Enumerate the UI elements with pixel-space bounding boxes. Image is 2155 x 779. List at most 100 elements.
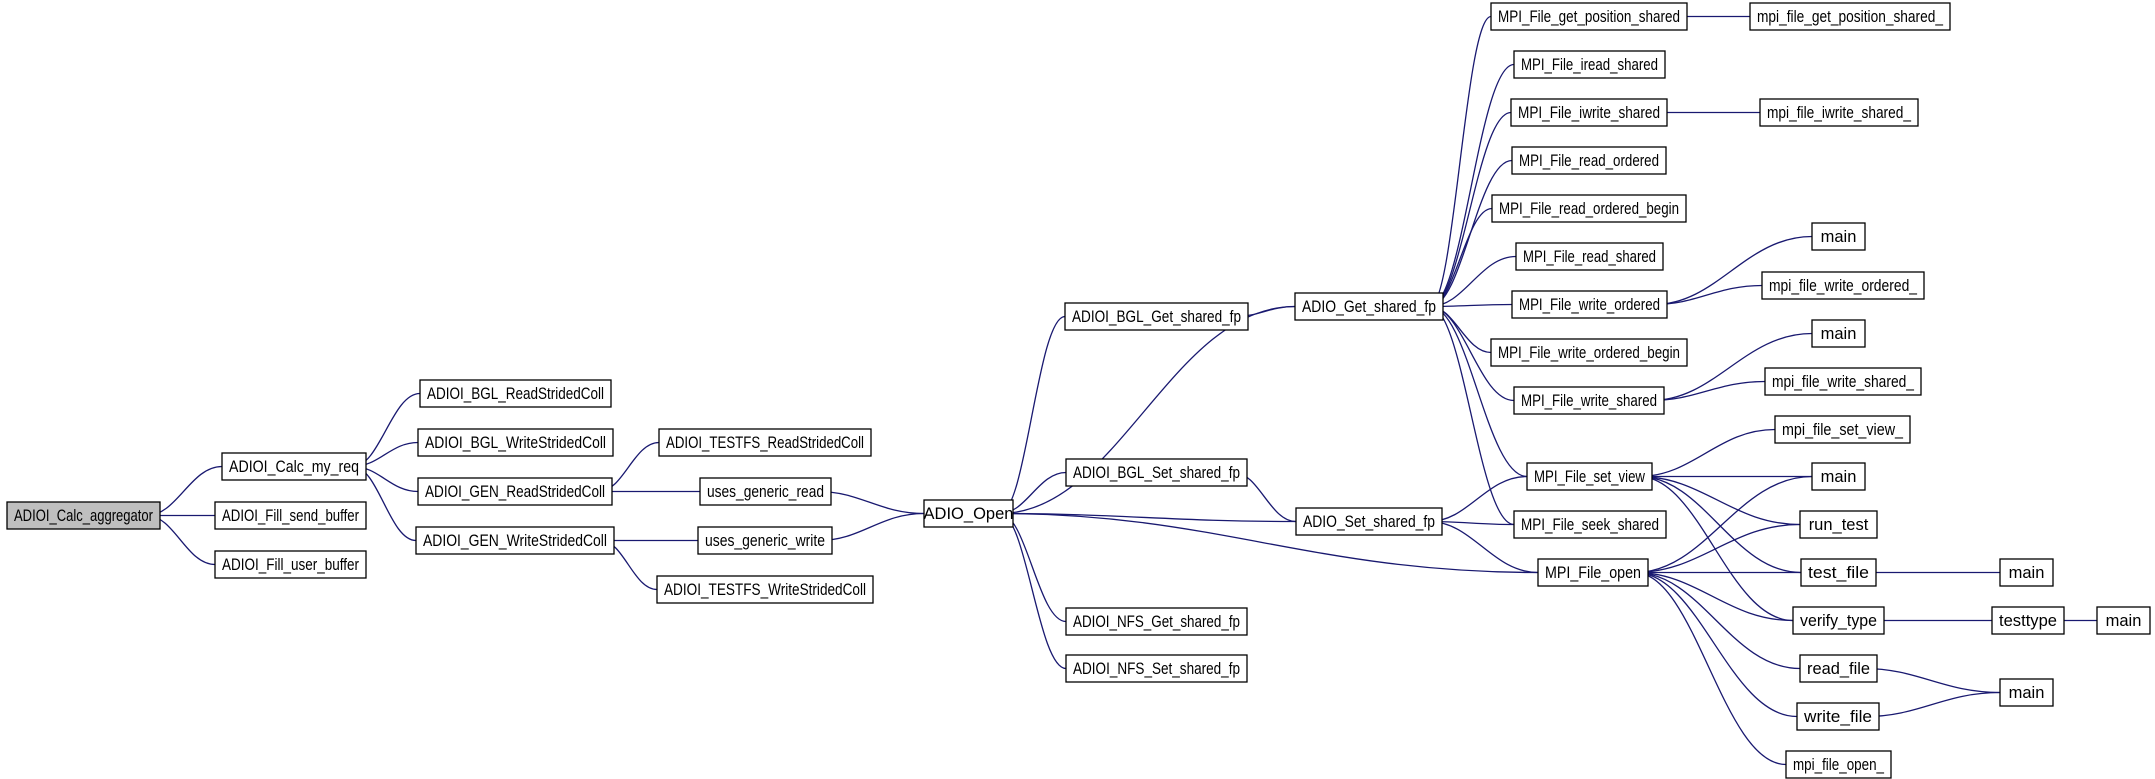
graph-node-mpi-file-iread-shared[interactable]: MPI_File_iread_shared bbox=[1513, 50, 1666, 79]
node-box[interactable] bbox=[1537, 558, 1649, 587]
node-box[interactable] bbox=[1811, 222, 1866, 251]
nodes-layer: ADIOI_Calc_aggregatorADIOI_Calc_my_reqAD… bbox=[6, 2, 2151, 779]
node-box[interactable] bbox=[1999, 678, 2054, 707]
graph-node-testtype[interactable]: testtype bbox=[1991, 606, 2065, 635]
graph-node-mpi-file-iwrite-shared[interactable]: MPI_File_iwrite_shared bbox=[1510, 98, 1668, 127]
node-box[interactable] bbox=[1800, 558, 1877, 587]
graph-node-mpi-file-get-position-shared[interactable]: mpi_file_get_position_shared_ bbox=[1749, 2, 1951, 31]
node-box[interactable] bbox=[419, 379, 612, 408]
node-box[interactable] bbox=[1792, 606, 1885, 635]
node-box[interactable] bbox=[221, 452, 367, 481]
node-box[interactable] bbox=[1513, 386, 1665, 415]
graph-node-mpi-file-write-shared[interactable]: mpi_file_write_shared_ bbox=[1764, 367, 1922, 396]
node-box[interactable] bbox=[214, 550, 367, 579]
graph-node-adioi-testfs-writestridedcoll[interactable]: ADIOI_TESTFS_WriteStridedColl bbox=[656, 575, 874, 604]
node-box[interactable] bbox=[417, 428, 614, 457]
graph-node-mpi-file-seek-shared[interactable]: MPI_File_seek_shared bbox=[1513, 510, 1667, 539]
graph-node-mpi-file-iwrite-shared[interactable]: mpi_file_iwrite_shared_ bbox=[1759, 98, 1919, 127]
node-label: uses_generic_write bbox=[705, 532, 825, 550]
graph-node-adioi-calc-aggregator[interactable]: ADIOI_Calc_aggregator bbox=[6, 501, 161, 530]
node-box[interactable] bbox=[214, 501, 367, 530]
node-box[interactable] bbox=[1511, 290, 1668, 319]
graph-node-adioi-calc-my-req[interactable]: ADIOI_Calc_my_req bbox=[221, 452, 367, 481]
graph-node-adioi-fill-user-buffer[interactable]: ADIOI_Fill_user_buffer bbox=[214, 550, 367, 579]
node-box[interactable] bbox=[1774, 415, 1911, 444]
node-box[interactable] bbox=[1799, 654, 1878, 683]
graph-node-adioi-nfs-set-shared-fp[interactable]: ADIOI_NFS_Set_shared_fp bbox=[1065, 654, 1248, 683]
graph-node-mpi-file-write-ordered[interactable]: mpi_file_write_ordered_ bbox=[1761, 271, 1925, 300]
graph-node-adio-open[interactable]: ADIO_Open bbox=[923, 499, 1014, 528]
graph-node-mpi-file-set-view[interactable]: mpi_file_set_view_ bbox=[1774, 415, 1911, 444]
node-box[interactable] bbox=[415, 526, 615, 555]
node-box[interactable] bbox=[1490, 338, 1688, 367]
graph-node-test-file[interactable]: test_file bbox=[1800, 558, 1877, 587]
graph-node-main[interactable]: main bbox=[1999, 558, 2054, 587]
node-box[interactable] bbox=[1811, 462, 1866, 491]
graph-node-mpi-file-open[interactable]: MPI_File_open bbox=[1537, 558, 1649, 587]
node-box[interactable] bbox=[1295, 507, 1443, 536]
node-box[interactable] bbox=[1065, 607, 1248, 636]
graph-node-adioi-bgl-set-shared-fp[interactable]: ADIOI_BGL_Set_shared_fp bbox=[1065, 458, 1248, 487]
graph-node-main[interactable]: main bbox=[1811, 462, 1866, 491]
node-box[interactable] bbox=[1490, 2, 1688, 31]
node-box[interactable] bbox=[2096, 606, 2151, 635]
graph-node-adioi-gen-readstridedcoll[interactable]: ADIOI_GEN_ReadStridedColl bbox=[417, 477, 613, 506]
node-box[interactable] bbox=[1510, 98, 1668, 127]
node-box[interactable] bbox=[1764, 367, 1922, 396]
node-box[interactable] bbox=[1511, 146, 1667, 175]
graph-node-adioi-bgl-get-shared-fp[interactable]: ADIOI_BGL_Get_shared_fp bbox=[1064, 302, 1249, 331]
node-box[interactable] bbox=[1799, 510, 1878, 539]
node-box[interactable] bbox=[1513, 510, 1667, 539]
graph-node-uses-generic-write[interactable]: uses_generic_write bbox=[697, 526, 833, 555]
node-box[interactable] bbox=[697, 526, 833, 555]
node-box[interactable] bbox=[656, 575, 874, 604]
node-box[interactable] bbox=[1064, 302, 1249, 331]
graph-node-adioi-bgl-readstridedcoll[interactable]: ADIOI_BGL_ReadStridedColl bbox=[419, 379, 612, 408]
graph-node-mpi-file-set-view[interactable]: MPI_File_set_view bbox=[1526, 462, 1653, 491]
graph-node-adioi-gen-writestridedcoll[interactable]: ADIOI_GEN_WriteStridedColl bbox=[415, 526, 615, 555]
graph-node-mpi-file-write-ordered[interactable]: MPI_File_write_ordered bbox=[1511, 290, 1668, 319]
node-box[interactable] bbox=[1761, 271, 1925, 300]
graph-node-adio-get-shared-fp[interactable]: ADIO_Get_shared_fp bbox=[1294, 292, 1444, 321]
graph-node-main[interactable]: main bbox=[1811, 222, 1866, 251]
graph-node-mpi-file-get-position-shared[interactable]: MPI_File_get_position_shared bbox=[1490, 2, 1688, 31]
node-box[interactable] bbox=[417, 477, 613, 506]
graph-node-main[interactable]: main bbox=[1811, 319, 1866, 348]
graph-node-mpi-file-read-ordered-begin[interactable]: MPI_File_read_ordered_begin bbox=[1491, 194, 1687, 223]
graph-node-mpi-file-open[interactable]: mpi_file_open_ bbox=[1785, 750, 1892, 779]
node-box[interactable] bbox=[658, 428, 872, 457]
graph-node-run-test[interactable]: run_test bbox=[1799, 510, 1878, 539]
node-box[interactable] bbox=[1515, 242, 1664, 271]
node-box[interactable] bbox=[1749, 2, 1951, 31]
node-box[interactable] bbox=[1526, 462, 1653, 491]
node-box[interactable] bbox=[6, 501, 161, 530]
graph-node-mpi-file-write-shared[interactable]: MPI_File_write_shared bbox=[1513, 386, 1665, 415]
node-box[interactable] bbox=[1811, 319, 1866, 348]
graph-node-write-file[interactable]: write_file bbox=[1796, 702, 1880, 731]
node-box[interactable] bbox=[1759, 98, 1919, 127]
node-box[interactable] bbox=[699, 477, 832, 506]
graph-node-adioi-fill-send-buffer[interactable]: ADIOI_Fill_send_buffer bbox=[214, 501, 367, 530]
node-box[interactable] bbox=[1513, 50, 1666, 79]
node-box[interactable] bbox=[1065, 654, 1248, 683]
graph-node-adioi-testfs-readstridedcoll[interactable]: ADIOI_TESTFS_ReadStridedColl bbox=[658, 428, 872, 457]
graph-node-main[interactable]: main bbox=[2096, 606, 2151, 635]
graph-node-uses-generic-read[interactable]: uses_generic_read bbox=[699, 477, 832, 506]
node-box[interactable] bbox=[1991, 606, 2065, 635]
graph-node-adioi-bgl-writestridedcoll[interactable]: ADIOI_BGL_WriteStridedColl bbox=[417, 428, 614, 457]
graph-node-read-file[interactable]: read_file bbox=[1799, 654, 1878, 683]
graph-node-verify-type[interactable]: verify_type bbox=[1792, 606, 1885, 635]
node-box[interactable] bbox=[923, 499, 1014, 528]
node-box[interactable] bbox=[1796, 702, 1880, 731]
graph-node-adio-set-shared-fp[interactable]: ADIO_Set_shared_fp bbox=[1295, 507, 1443, 536]
node-box[interactable] bbox=[1294, 292, 1444, 321]
node-box[interactable] bbox=[1999, 558, 2054, 587]
node-box[interactable] bbox=[1065, 458, 1248, 487]
graph-node-adioi-nfs-get-shared-fp[interactable]: ADIOI_NFS_Get_shared_fp bbox=[1065, 607, 1248, 636]
graph-node-mpi-file-read-ordered[interactable]: MPI_File_read_ordered bbox=[1511, 146, 1667, 175]
node-box[interactable] bbox=[1785, 750, 1892, 779]
graph-node-main[interactable]: main bbox=[1999, 678, 2054, 707]
graph-node-mpi-file-write-ordered-begin[interactable]: MPI_File_write_ordered_begin bbox=[1490, 338, 1688, 367]
graph-node-mpi-file-read-shared[interactable]: MPI_File_read_shared bbox=[1515, 242, 1664, 271]
node-box[interactable] bbox=[1491, 194, 1687, 223]
